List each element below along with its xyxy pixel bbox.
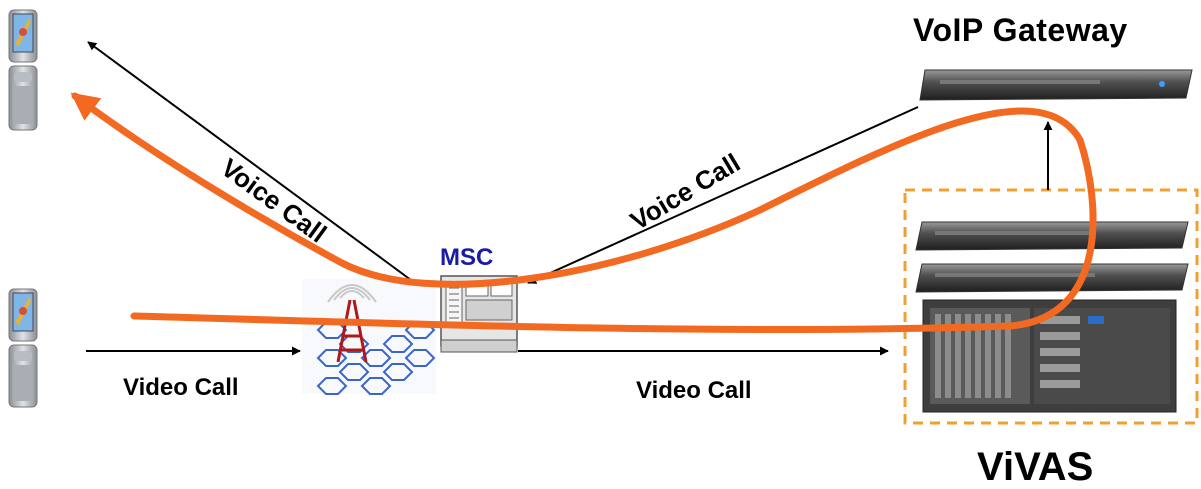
msc-label: MSC (440, 244, 494, 271)
mobile-phone-bottom-icon (8, 288, 38, 408)
vivas-label: ViVAS (977, 445, 1094, 489)
video-call-left-label: Video Call (123, 374, 239, 401)
mobile-phone-top-icon (8, 9, 38, 131)
voice-call-left-arrow (87, 41, 416, 284)
video-call-right-label: Video Call (636, 377, 752, 404)
vivas-server-stack-icon (915, 221, 1189, 413)
voip-gateway-server-icon (919, 69, 1193, 101)
call-flow-path (70, 92, 1097, 333)
voip-gateway-label: VoIP Gateway (913, 12, 1128, 48)
cell-tower-network-icon (302, 279, 436, 395)
voice-call-right-arrow (527, 106, 919, 284)
vivas-boundary (903, 188, 1199, 425)
